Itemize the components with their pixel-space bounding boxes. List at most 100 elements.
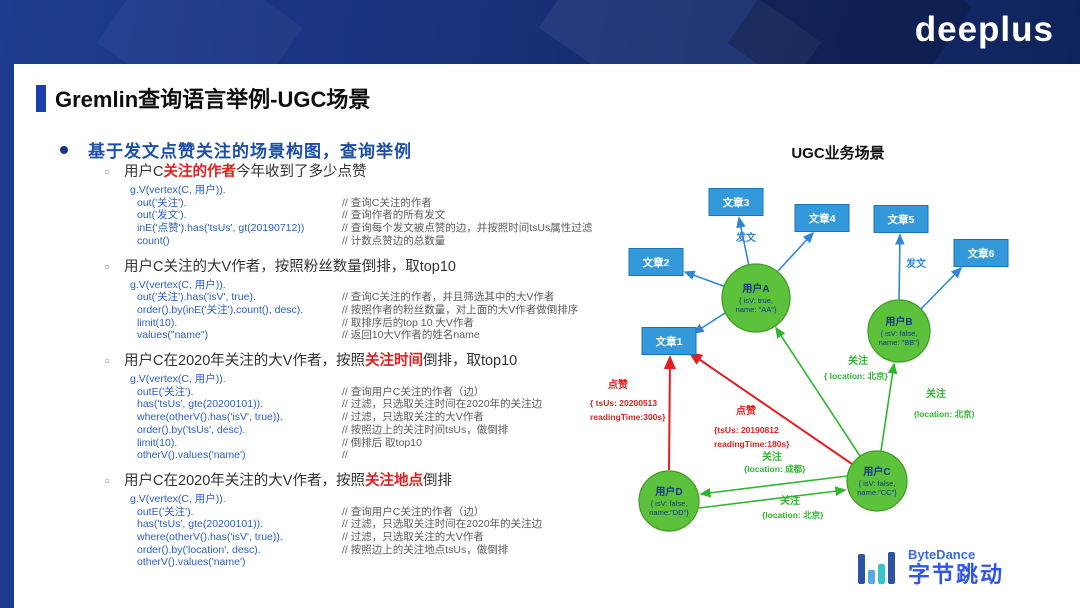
deeplus-logo: deeplus: [914, 10, 1054, 49]
edge-label: readingTime:300s}: [590, 412, 666, 422]
code-text: out('发文').: [137, 209, 187, 222]
code-text: g.V(vertex(C, 用户)).: [130, 278, 226, 291]
query-section: ○用户C在2020年关注的大V作者，按照关注时间倒排，取top10 g.V(ver…: [104, 349, 624, 462]
svg-text:用户D: 用户D: [654, 485, 682, 498]
heading-part: 关注的作者: [163, 164, 237, 180]
svg-text:文章3: 文章3: [722, 196, 750, 209]
circle-bullet-icon: ○: [104, 167, 111, 178]
bytedance-footer: ByteDance 字节跳动: [858, 547, 1004, 588]
section-heading-text: 用户C关注的大V作者，按照粉丝数量倒排，取top10: [124, 255, 456, 276]
code-line: out('关注').// 查询C关注的作者: [130, 197, 624, 210]
code-line: g.V(vertex(C, 用户)).: [130, 279, 624, 292]
user-node: 用户C{ isV: false,name:"CC"}: [846, 450, 908, 512]
edge-label: (location: 北京): [914, 409, 975, 419]
code-line: order().by('location', desc).// 按照边上的关注地…: [130, 544, 624, 557]
code-block: g.V(vertex(C, 用户)).outE('关注').// 查询用户C关注…: [130, 373, 624, 462]
heading-part: 用户C关注的大V作者，按照粉丝数量倒排，取top10: [124, 258, 456, 275]
article-node: 文章3: [708, 188, 764, 216]
code-text: count(): [137, 234, 170, 247]
code-line: out('关注').has('isV', true). // 查询C关注的作者，并…: [130, 291, 624, 304]
code-line: outE('关注'). // 查询用户C关注的作者（边）: [130, 506, 624, 519]
code-comment: // 取排序后的top 10 大V作者: [342, 316, 474, 329]
article-node: 文章4: [794, 204, 850, 232]
title-accent-bar: [36, 84, 46, 112]
code-text: limit(10).: [137, 436, 178, 449]
code-comment: // 按照作者的粉丝数量，对上面的大V作者做倒排序: [342, 303, 579, 316]
code-text: otherV().values('name'): [137, 556, 246, 569]
code-block: g.V(vertex(C, 用户)).out('关注').has('isV', …: [130, 279, 624, 343]
svg-text:用户C: 用户C: [862, 465, 890, 478]
follow-edge: [775, 326, 861, 457]
code-line: has('tsUs', gte(20200101)).// 过滤，只选取关注时间…: [130, 518, 624, 531]
heading-part: 关注时间: [364, 353, 423, 370]
code-line: limit(10).// 取排序后的top 10 大V作者: [130, 317, 624, 330]
brand-cn: 字节跳动: [908, 562, 1005, 587]
page-title: Gremlin查询语言举例-UGC场景: [55, 87, 371, 112]
svg-text:文章1: 文章1: [655, 335, 683, 348]
code-comment: // 查询C关注的作者，并且筛选其中的大V作者: [342, 291, 555, 304]
code-line: where(otherV().has('isV', true)).// 过滤，只…: [130, 531, 624, 544]
section-heading-text: 用户C在2020年关注的大V作者，按照关注时间倒排，取top10: [124, 349, 517, 370]
section-heading-text: 用户C在2020年关注的大V作者，按照关注地点倒排: [124, 469, 452, 490]
svg-text:用户B: 用户B: [884, 315, 912, 328]
code-text: has('tsUs', gte(20200101)).: [137, 518, 263, 531]
code-line: order().by(inE('关注').count(), desc).// 按…: [130, 304, 624, 317]
edge-label: { tsUs: 20200513: [590, 398, 657, 408]
main-bullet-text: 基于发文点赞关注的场景构图，查询举例: [88, 142, 412, 161]
edge-label: 关注: [848, 354, 868, 367]
code-comment: // 倒排后 取top10: [342, 436, 422, 449]
heading-part: 用户C在2020年关注的大V作者，按照: [124, 472, 365, 489]
code-line: limit(10). // 倒排后 取top10: [130, 437, 624, 450]
svg-text:文章2: 文章2: [642, 256, 670, 269]
publish-edge: [736, 216, 750, 267]
header-banner: deeplus: [0, 0, 1080, 64]
code-comment: // 过滤，只选取关注时间在2020年的关注边: [342, 398, 543, 411]
heading-part: 用户C: [124, 164, 164, 180]
edge-label: {tsUs: 20190812: [714, 425, 779, 435]
circle-bullet-icon: ○: [104, 475, 111, 487]
like-edge: [663, 355, 676, 471]
edge-label: 关注: [762, 450, 782, 463]
svg-text:用户A: 用户A: [741, 282, 769, 295]
code-comment: // 计数点赞边的总数量: [342, 234, 446, 247]
svg-text:{ isV: false,: { isV: false,: [859, 479, 896, 488]
code-line: count() // 计数点赞边的总数量: [130, 235, 624, 248]
bytedance-logo-icon: [858, 551, 898, 584]
heading-part: 关注地点: [364, 472, 423, 489]
publish-edge: [920, 266, 963, 310]
code-comment: // 过滤，只选取关注的大V作者: [342, 531, 484, 544]
edge-label: 发文: [905, 257, 927, 270]
article-node: 文章5: [873, 205, 929, 233]
code-text: otherV().values('name'): [137, 449, 246, 462]
brand-en: ByteDance: [908, 547, 976, 562]
publish-edge: [777, 231, 815, 272]
edge-label: 关注: [926, 387, 946, 400]
code-comment: // 查询用户C关注的作者（边）: [342, 505, 485, 518]
code-text: outE('关注').: [137, 505, 194, 518]
publish-edge: [692, 312, 726, 334]
user-node: 用户B{ isV: false,name: "BB"}: [867, 299, 931, 363]
circle-bullet-icon: ○: [104, 261, 111, 273]
heading-part: 今年收到了多少点赞: [236, 164, 367, 180]
section-heading: ○用户C在2020年关注的大V作者，按照关注时间倒排，取top10: [104, 349, 624, 370]
edge-label: 发文: [735, 231, 757, 244]
code-line: order().by('tsUs', desc).// 按照边上的关注时间tsU…: [130, 424, 624, 437]
code-comment: // 按照边上的关注地点tsUs，做倒排: [342, 543, 509, 556]
article-node: 文章6: [953, 239, 1009, 267]
edge-label: {location: 北京}: [762, 510, 824, 520]
code-text: has('tsUs', gte(20200101)).: [137, 398, 263, 411]
publish-edge: [683, 270, 727, 288]
like-edge: [688, 351, 853, 465]
query-section: ○ 用户C关注的大V作者，按照粉丝数量倒排，取top10 g.V(vertex(C,…: [104, 255, 624, 343]
code-text: inE('点赞').has('tsUs', gt(20190712)): [137, 222, 305, 235]
bytedance-brand: ByteDance 字节跳动: [908, 547, 1004, 588]
left-edge-strip: [0, 64, 14, 608]
svg-text:{ isV: false,: { isV: false,: [651, 499, 688, 508]
section-heading: ○ 用户C在2020年关注的大V作者，按照关注地点倒排: [104, 469, 624, 490]
svg-text:{ isV: true,: { isV: true,: [739, 296, 773, 305]
bullet-dot-icon: [60, 145, 68, 154]
code-line: where(otherV().has('isV', true)).// 过滤，只…: [130, 411, 624, 424]
code-text: out('关注').has('isV', true).: [137, 291, 256, 304]
